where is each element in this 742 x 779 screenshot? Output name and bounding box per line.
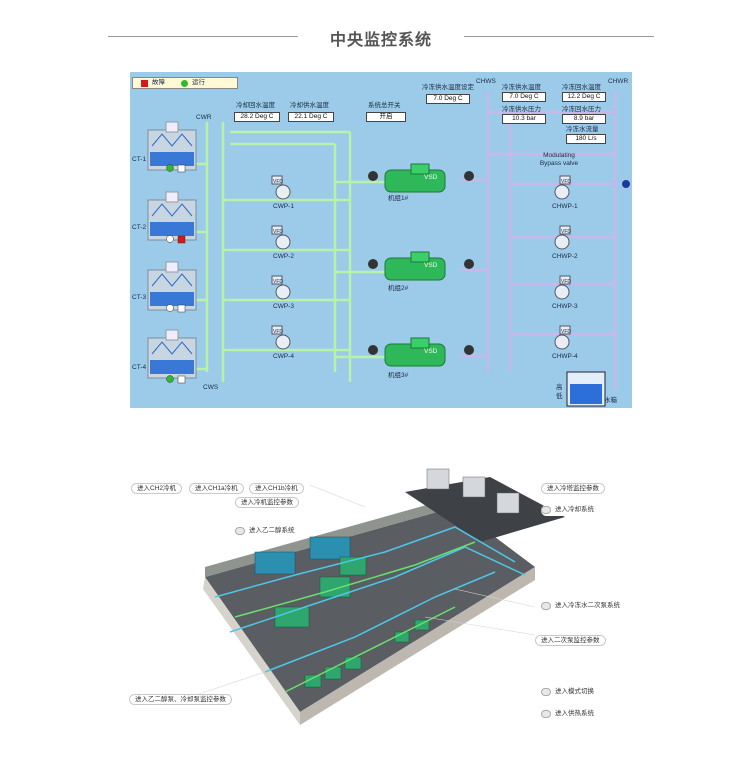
cw-return-temp-label: 冷却回水温度	[236, 102, 275, 109]
tower-label-ct3: CT-3	[132, 294, 147, 301]
tower-label-ct2: CT-2	[132, 224, 147, 231]
link-glycol-cooling-pump-params[interactable]: 进入乙二醇泵、冷却泵监控参数	[129, 694, 232, 705]
cw-pump-label-2: CWP-2	[273, 253, 294, 260]
cw-pump-label-3: CWP-3	[273, 303, 294, 310]
chw-pump-2-vfd-label: VFD	[561, 229, 571, 235]
link-chw-secondary-pumps[interactable]: 进入冷冻水二次泵系统	[541, 601, 625, 612]
chw-pump-4-vfd-label: VFD	[561, 329, 571, 335]
chw-return-temp-label: 冷冻回水温度	[562, 84, 601, 91]
chw-supply-temp-label: 冷冻供水温度	[502, 84, 541, 91]
chiller-2-vsd-label: VSD	[424, 262, 438, 269]
chw-setpoint-label: 冷冻供水温度设定	[422, 84, 474, 91]
link-glycol-system[interactable]: 进入乙二醇系统	[235, 526, 300, 537]
cw-pump-1-vfd-label: VFD	[273, 179, 283, 185]
chw-pump-label-1: CHWP-1	[552, 203, 578, 210]
legend-running-label: 运行	[192, 79, 205, 86]
cooling-towers	[147, 121, 197, 379]
section-header: 中央监控系统	[108, 22, 654, 52]
system-switch-value[interactable]: 开启	[366, 112, 406, 122]
system-switch-label: 系统总开关	[368, 102, 401, 109]
link-heating-system[interactable]: 进入供热系统	[541, 709, 599, 720]
water-tank-label: 水箱	[604, 397, 617, 404]
chw-flow-value: 180 L/s	[566, 134, 606, 144]
bypass-valve-label: Modulating Bypass valve	[539, 152, 579, 167]
chw-pump-1-vfd-label: VFD	[561, 179, 571, 185]
chw-supply-temp-value: 7.0 Deg C	[502, 92, 546, 102]
chw-setpoint-value[interactable]: 7.0 Deg C	[426, 94, 470, 104]
page-title: 中央监控系统	[329, 32, 432, 49]
legend-fault-label: 故障	[152, 79, 165, 86]
chw-flow-label: 冷冻水流量	[566, 126, 599, 133]
scada-piping-diagram	[147, 92, 630, 407]
chiller-label-2[interactable]: 机组2#	[388, 285, 409, 292]
pipe-label-chws: CHWS	[476, 78, 496, 85]
chiller-3-vsd-label: VSD	[424, 348, 438, 355]
chw-pump-3-vfd-label: VFD	[561, 279, 571, 285]
header-divider-left	[108, 36, 298, 37]
link-mode-switch[interactable]: 进入模式切换	[541, 687, 599, 698]
link-cooling-system[interactable]: 进入冷却系统	[541, 505, 599, 516]
cw-pump-3-vfd-label: VFD	[273, 279, 283, 285]
chw-secondary-button-icon	[541, 602, 551, 610]
pipe-label-cws: CWS	[203, 384, 219, 391]
link-tower-params[interactable]: 进入冷塔监控参数	[541, 483, 605, 494]
mode-button-icon	[541, 688, 551, 696]
link-chiller-params[interactable]: 进入冷机监控参数	[235, 497, 299, 508]
chw-pump-label-3: CHWP-3	[552, 303, 578, 310]
plant-3d-view: 进入CH2冷机 进入CH1a冷机 进入CH1b冷机 进入冷机监控参数 进入乙二醇…	[125, 457, 625, 744]
tank-low-label: 低	[556, 393, 563, 400]
tower-label-ct1: CT-1	[132, 156, 147, 163]
cw-supply-temp-label: 冷却供水温度	[290, 102, 329, 109]
header-divider-right	[464, 36, 654, 37]
link-ch1b-chiller[interactable]: 进入CH1b冷机	[249, 483, 304, 494]
tower-label-ct4: CT-4	[132, 364, 147, 371]
chw-return-pressure-value: 8.9 bar	[562, 114, 606, 124]
cw-pump-label-1: CWP-1	[273, 203, 294, 210]
running-indicator-icon	[181, 80, 188, 87]
scada-panel: 故障 运行 CWR CWS CHWS CHWR 冷却回水温度 28.2 Deg …	[130, 72, 632, 408]
chw-pump-label-2: CHWP-2	[552, 253, 578, 260]
glycol-button-icon	[235, 527, 245, 535]
chw-return-pressure-label: 冷冻回水压力	[562, 106, 601, 113]
cw-pump-label-4: CWP-4	[273, 353, 294, 360]
cw-pump-4-vfd-label: VFD	[273, 329, 283, 335]
link-ch1a-chiller[interactable]: 进入CH1a冷机	[189, 483, 244, 494]
tank-high-label: 高	[556, 384, 563, 391]
cooling-button-icon	[541, 506, 551, 514]
chiller-label-1[interactable]: 机组1#	[388, 195, 409, 202]
heating-button-icon	[541, 710, 551, 718]
cw-pump-2-vfd-label: VFD	[273, 229, 283, 235]
status-legend: 故障 运行	[132, 77, 238, 89]
link-secondary-pump-params[interactable]: 进入二次泵监控参数	[535, 635, 606, 646]
chw-supply-pressure-value: 10.3 bar	[502, 114, 546, 124]
plant-isometric-diagram	[189, 468, 565, 725]
chiller-label-3[interactable]: 机组3#	[388, 372, 409, 379]
cw-return-temp-value: 28.2 Deg C	[234, 112, 280, 122]
fault-indicator-icon	[141, 80, 148, 87]
pipe-label-chwr: CHWR	[608, 78, 629, 85]
chw-pump-label-4: CHWP-4	[552, 353, 578, 360]
chw-return-temp-value: 12.2 Deg C	[562, 92, 606, 102]
chw-supply-pressure-label: 冷冻供水压力	[502, 106, 541, 113]
chiller-1-vsd-label: VSD	[424, 174, 438, 181]
pipe-label-cwr: CWR	[196, 114, 212, 121]
cw-supply-temp-value: 22.1 Deg C	[288, 112, 334, 122]
link-ch2-chiller[interactable]: 进入CH2冷机	[131, 483, 183, 494]
